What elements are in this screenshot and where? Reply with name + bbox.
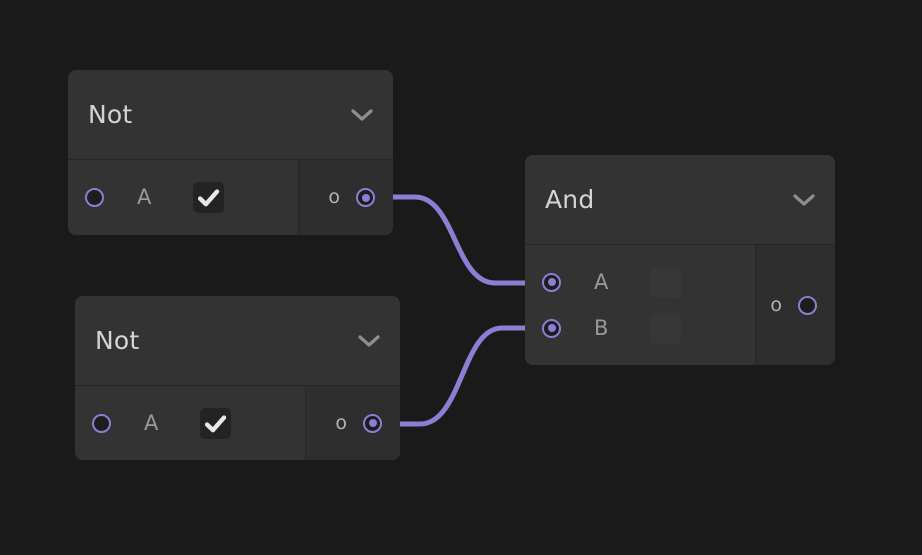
chevron-down-icon[interactable]: [793, 193, 815, 207]
node-outputs-column: o: [298, 160, 393, 235]
node-outputs-column: o: [305, 386, 400, 460]
output-port[interactable]: [798, 295, 817, 315]
port-connected-dot: [547, 278, 556, 286]
port-connected-dot: [547, 324, 556, 332]
input-port[interactable]: [542, 272, 561, 292]
input-port-label: A: [594, 269, 609, 294]
node-title: Not: [88, 100, 133, 129]
node-title: Not: [95, 326, 140, 355]
input-port-label: A: [137, 185, 152, 209]
node-inputs-column: A: [75, 386, 305, 460]
input-port[interactable]: [92, 413, 111, 433]
input-checkbox[interactable]: [200, 407, 232, 439]
connection-wire[interactable]: [383, 194, 546, 286]
node-title: And: [545, 185, 595, 214]
node-header[interactable]: And: [525, 155, 835, 245]
node-header[interactable]: Not: [75, 296, 400, 386]
input-port[interactable]: [85, 188, 104, 207]
node-header[interactable]: Not: [68, 70, 393, 160]
input-row[interactable]: A: [75, 386, 305, 460]
output-port[interactable]: [356, 188, 375, 207]
chevron-down-icon[interactable]: [351, 108, 373, 122]
connection-wire[interactable]: [390, 325, 546, 427]
input-row[interactable]: A: [68, 161, 298, 235]
node-outputs-column: o: [755, 245, 835, 365]
output-port-label: o: [335, 411, 347, 434]
input-checkbox[interactable]: [650, 312, 682, 344]
output-row[interactable]: o: [756, 293, 835, 316]
input-row[interactable]: B: [525, 305, 755, 351]
input-port-label: A: [144, 410, 159, 435]
output-row[interactable]: o: [299, 188, 393, 207]
output-port[interactable]: [363, 413, 382, 433]
chevron-down-icon[interactable]: [358, 334, 380, 348]
node-inputs-column: A: [68, 160, 298, 235]
input-port-label: B: [594, 315, 609, 340]
output-port-label: o: [328, 186, 340, 208]
port-connected-dot: [368, 419, 377, 427]
output-port-label: o: [770, 293, 782, 316]
input-port[interactable]: [542, 318, 561, 338]
input-row[interactable]: A: [525, 259, 755, 305]
output-row[interactable]: o: [306, 411, 400, 434]
input-checkbox[interactable]: [193, 182, 225, 213]
port-connected-dot: [361, 193, 370, 202]
input-checkbox[interactable]: [650, 266, 682, 298]
